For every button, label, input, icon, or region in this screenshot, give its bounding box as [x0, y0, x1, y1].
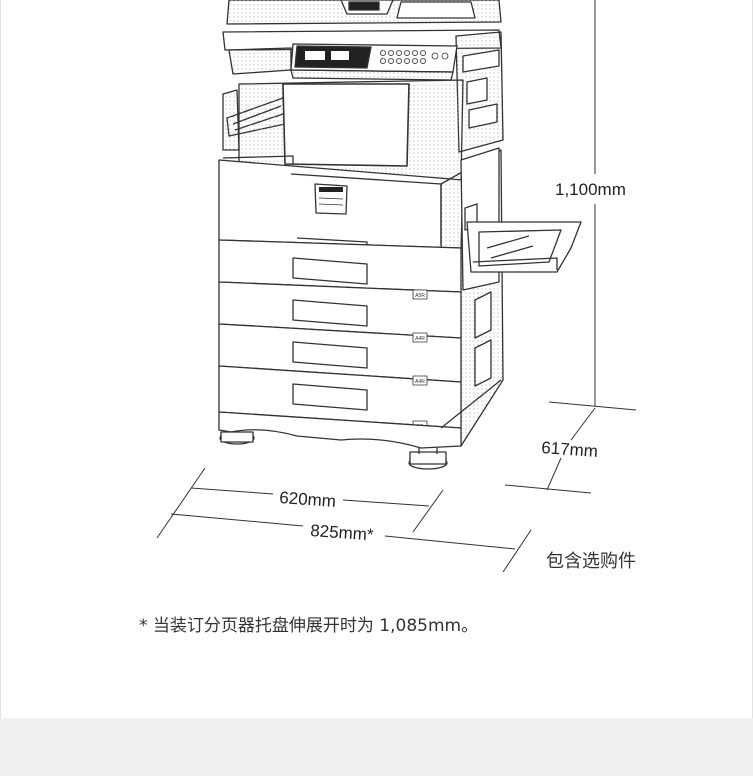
paper-drawers — [218, 239, 462, 431]
depth-dimension-label: 617mm — [541, 438, 599, 461]
extended-width-dimension-label: 825mm* — [310, 521, 375, 544]
content-card: A5R A4R A4R A3 — [0, 0, 753, 718]
footnote: * 当装订分页器托盘伸展开时为 1,085mm。 — [139, 616, 479, 636]
tray-label-2: A4R — [415, 336, 425, 342]
caster-wheels — [219, 431, 448, 470]
tray-label-1: A5R — [415, 293, 425, 299]
dimension-lines — [156, 0, 637, 573]
width-dimension-label: 620mm — [279, 488, 337, 511]
control-panel — [290, 43, 458, 81]
bottom-strip — [0, 718, 753, 776]
height-dimension-label: 1,100mm — [555, 180, 626, 199]
main-body-front — [218, 155, 464, 249]
pedestal-base — [218, 379, 502, 449]
copier-dimension-diagram: A5R A4R A4R A3 — [156, 0, 637, 573]
tray-label-3: A4R — [415, 379, 425, 385]
front-door — [238, 79, 464, 183]
bypass-tray — [466, 221, 582, 273]
optional-parts-label: 包含选购件 — [546, 551, 636, 572]
copier-illustration: A5R A4R A4R A3 — [218, 0, 582, 470]
